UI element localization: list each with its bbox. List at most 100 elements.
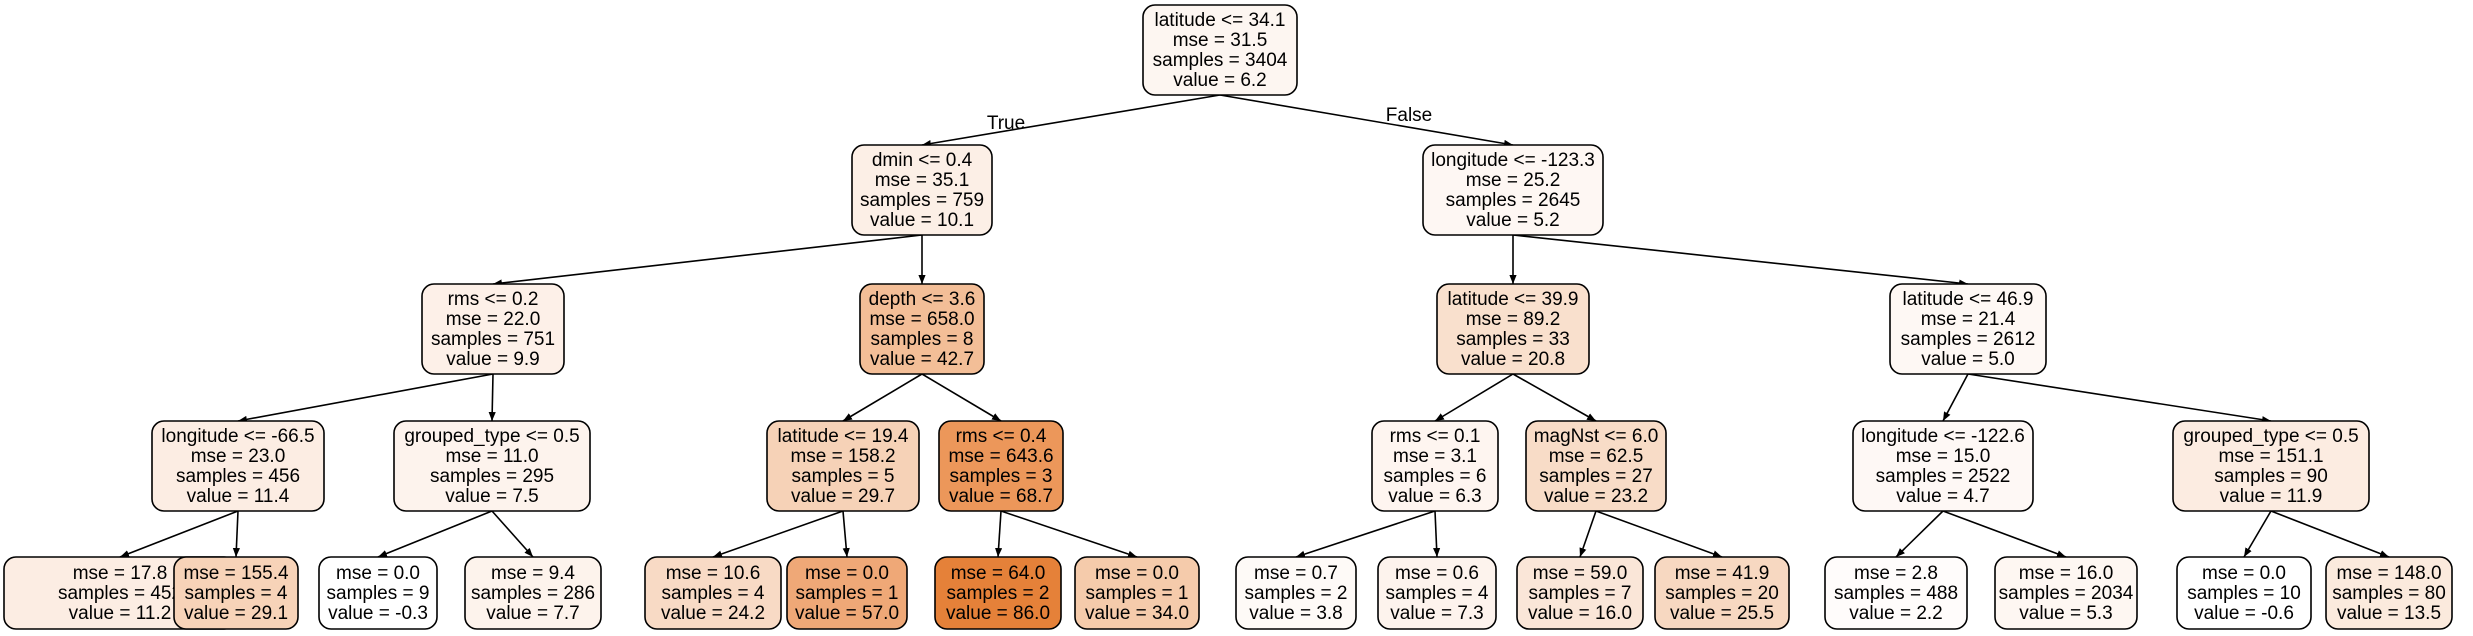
node-box [938,420,1064,512]
node-text-line: samples = 456 [176,466,300,487]
node-text-line: mse = 23.0 [191,446,286,467]
node-text-line: latitude <= 39.9 [1448,289,1579,310]
tree-edge-n17-n18 [1434,373,1514,422]
node-box [644,556,782,630]
node-text-line: samples = 3404 [1153,50,1288,71]
node-text-line: value = 5.0 [1921,349,2015,370]
node-text-line: mse = 64.0 [951,563,1046,584]
node-text-line: value = 42.7 [870,349,974,370]
node-text-line: mse = 2.8 [1854,563,1938,584]
node-box [1525,420,1667,512]
node-text-line: mse = 16.0 [2019,563,2114,584]
node-text-line: grouped_type <= 0.5 [404,426,579,447]
node-text-line: samples = 295 [430,466,554,487]
node-text-line: mse = 31.5 [1173,30,1268,51]
node-text-line: value = 11.4 [187,486,290,507]
node-box [1142,4,1298,96]
node-text-line: value = 34.0 [1085,603,1189,624]
node-text-line: value = 57.0 [795,603,899,624]
node-text-line: samples = 9 [327,583,430,604]
node-text-line: mse = 0.7 [1254,563,1338,584]
node-text-line: value = 11.2 [69,603,172,624]
node-text-line: depth <= 3.6 [869,289,976,310]
tree-edge-n3-n4 [119,510,239,558]
node-text-line: longitude <= -66.5 [161,426,314,447]
node-text-line: value = 29.1 [184,603,288,624]
node-text-line: value = 11.9 [2220,486,2323,507]
node-text-line: samples = 2612 [1901,329,2036,350]
node-text-line: samples = 4 [1386,583,1489,604]
node-text-line: mse = 41.9 [1675,563,1770,584]
tree-edge-n10-n12 [842,510,850,558]
node-box [1852,420,2034,512]
node-text-line: mse = 11.0 [445,446,538,467]
node-text-line: samples = 7 [1529,583,1632,604]
node-text-line: value = 16.0 [1528,603,1632,624]
node-text-line: samples = 2 [1245,583,1348,604]
node-text-line: samples = 5 [792,466,895,487]
node-text-line: samples = 1 [1086,583,1189,604]
node-text-line: samples = 20 [1665,583,1779,604]
node-text-line: value = 25.5 [1670,603,1774,624]
node-box [786,556,908,630]
node-text-line: value = 6.2 [1173,70,1267,91]
tree-edge-n16-n24 [1512,234,1969,287]
node-text-line: mse = 3.1 [1393,446,1477,467]
node-box [1371,420,1499,512]
tree-edge-n3-n5 [232,510,240,558]
node-text-line: value = 7.5 [445,486,539,507]
node-text-line: samples = 8 [871,329,974,350]
node-box [173,556,299,630]
node-box [2176,556,2312,630]
node-box [1824,556,1968,630]
node-text-line: samples = 452 [58,583,182,604]
node-text-line: samples = 286 [471,583,595,604]
node-text-line: value = 2.2 [1849,603,1943,624]
tree-edge-n9-n13 [921,373,1002,422]
node-box [1516,556,1644,630]
node-box [851,144,993,236]
node-box [421,283,565,375]
node-text-line: rms <= 0.2 [448,289,539,310]
node-text-line: value = 5.2 [1466,210,1560,231]
node-text-line: mse = 658.0 [869,309,974,330]
node-text-line: value = 7.7 [486,603,580,624]
node-text-line: samples = 2034 [1999,583,2134,604]
node-text-line: value = 10.1 [870,210,974,231]
node-text-line: samples = 90 [2214,466,2328,487]
false-branch-label: False [1386,105,1432,126]
node-text-line: mse = 22.0 [446,309,541,330]
node-text-line: mse = 0.6 [1395,563,1479,584]
node-box [318,556,438,630]
node-box [151,420,325,512]
tree-edge-n24-n25 [1942,373,1969,422]
node-box [766,420,920,512]
node-text-line: mse = 21.4 [1921,309,2016,330]
node-text-line: mse = 155.4 [183,563,289,584]
node-text-line: mse = 0.0 [1095,563,1179,584]
node-text-line: value = 7.3 [1390,603,1484,624]
node-text-line: rms <= 0.1 [1390,426,1481,447]
tree-edge-n18-n19 [1295,510,1436,558]
tree-edge-n24-n28 [1967,373,2272,424]
node-box [393,420,591,512]
tree-edge-n0-n1 [921,94,1221,148]
tree-edge-n1-n2 [492,234,923,287]
tree-edge-n28-n30 [2270,510,2390,558]
node-text-line: mse = 15.0 [1896,446,1991,467]
